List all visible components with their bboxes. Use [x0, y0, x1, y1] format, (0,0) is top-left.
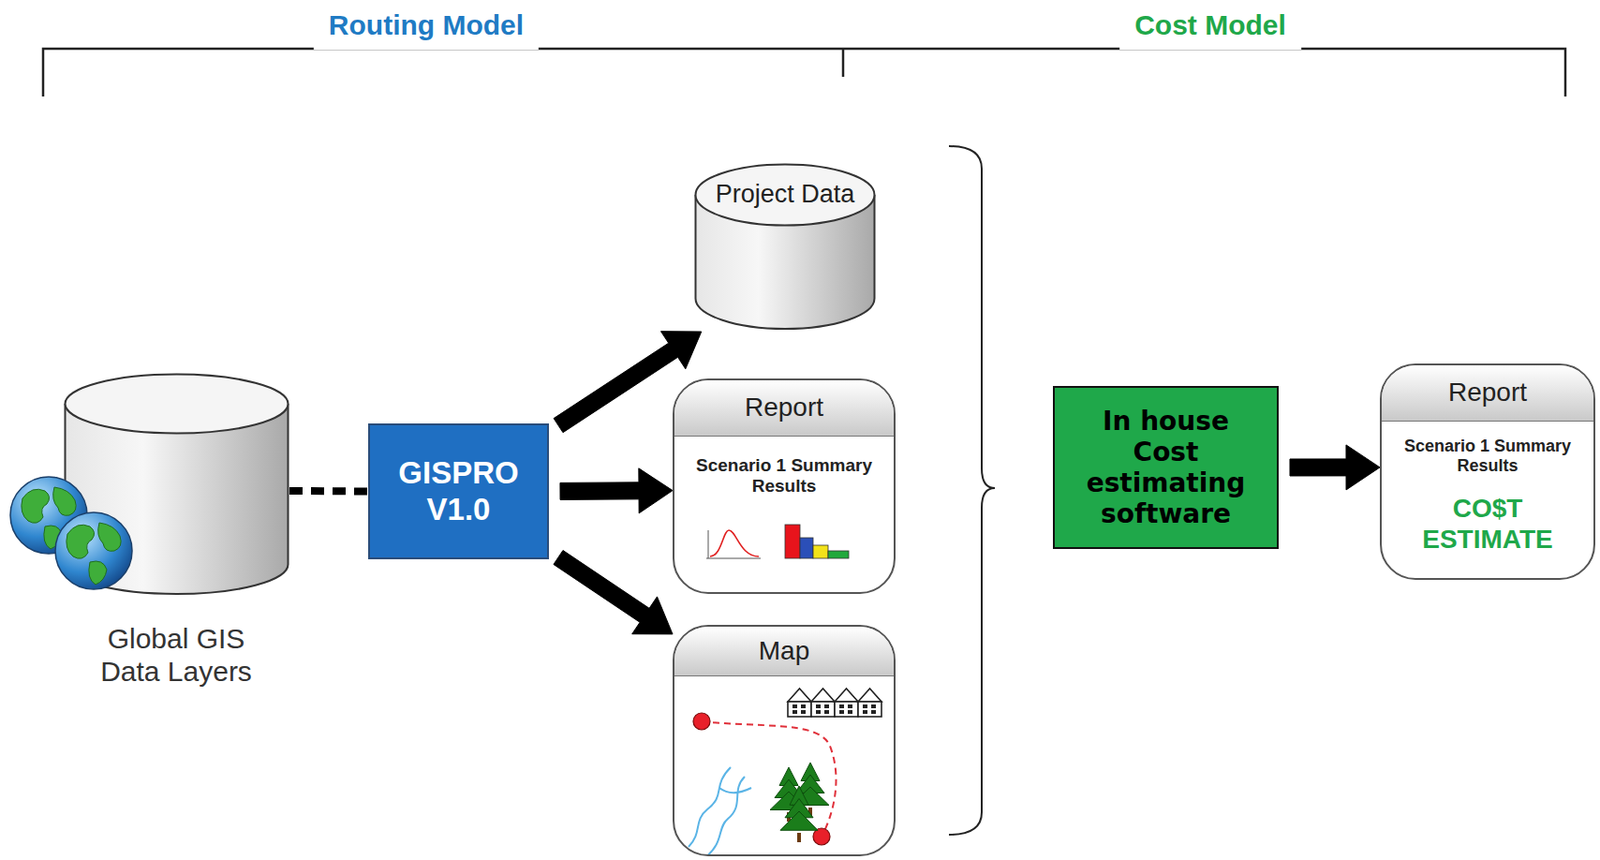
section-label: Cost Model	[1119, 7, 1302, 50]
process-box: GISPRO V1.0	[368, 423, 549, 560]
panel-body: Scenario 1 Summary Results	[1391, 436, 1585, 476]
map-illustration	[688, 688, 882, 857]
bracket-tick	[842, 48, 845, 77]
chart-icons	[706, 524, 849, 559]
section-label: Routing Model	[313, 7, 539, 50]
panel-body: Scenario 1 Summary Results	[683, 455, 885, 498]
top-bracket	[43, 48, 1566, 97]
section-label-holder: Routing Model	[313, 7, 539, 50]
database-cylinder: Global GIS Data Layers	[63, 372, 290, 597]
report-panel: ReportScenario 1 Summary ResultsCO$T EST…	[1379, 363, 1596, 580]
cylinder-label: Project Data	[694, 179, 876, 210]
block-arrow	[560, 468, 673, 514]
panel-heading: Report	[1391, 376, 1585, 408]
globe-icon	[55, 512, 133, 590]
database-cylinder: Project Data	[694, 162, 876, 332]
report-panel: ReportScenario 1 Summary Results	[672, 378, 896, 594]
box-label: GISPRO V1.0	[379, 455, 539, 529]
block-arrow	[553, 550, 673, 635]
panel-heading: Map	[683, 635, 885, 667]
cost-estimate: CO$T ESTIMATE	[1391, 492, 1585, 555]
software-box: In house Cost estimating software	[1052, 385, 1279, 549]
section-label-holder: Cost Model	[1119, 7, 1302, 50]
cylinder-top	[65, 374, 289, 434]
node-caption: Global GIS Data Layers	[77, 622, 275, 689]
block-arrow	[1289, 444, 1380, 490]
box-label: In house Cost estimating software	[1069, 405, 1262, 530]
curly-brace	[948, 146, 995, 835]
dashed-link	[289, 487, 369, 496]
map-panel: Map	[672, 624, 896, 857]
panel-heading: Report	[683, 391, 885, 423]
cylinder-outline	[63, 372, 290, 597]
